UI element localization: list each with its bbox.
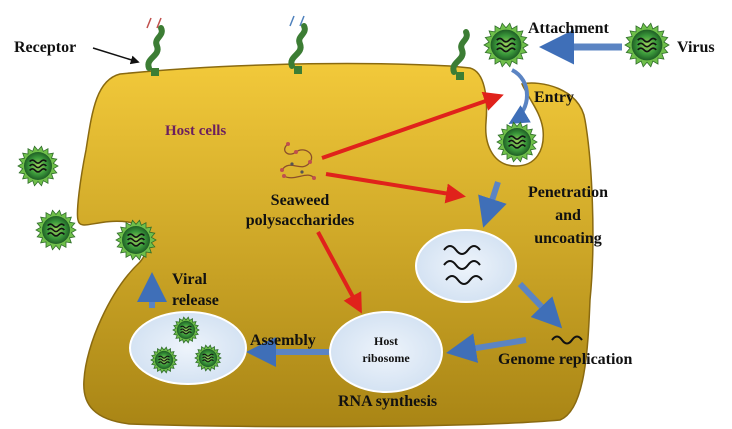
penetration-label-line3: uncoating (534, 230, 602, 247)
virus-entering-icon (496, 121, 538, 163)
arrow-to-ribosome (446, 333, 527, 363)
virus-attached-icon (483, 22, 529, 68)
viral-release-label-line2: release (172, 292, 219, 309)
red-arrow-ribosome (316, 231, 362, 314)
receptor-pointer-arrow (92, 47, 140, 65)
virus-assembled-2-icon (150, 346, 178, 374)
genome-replication-label: Genome replication (498, 351, 632, 368)
penetration-label-line1: Penetration (528, 184, 608, 201)
virus-releasing-icon (115, 219, 157, 261)
receptor-3 (450, 29, 470, 80)
virus-assembled-3-icon (194, 344, 222, 372)
virus-assembled-1-icon (172, 316, 200, 344)
red-arrow-penetration (325, 172, 466, 204)
virus-layer (17, 22, 670, 374)
arrow-to-uncoating (478, 181, 507, 228)
attachment-label: Attachment (528, 20, 610, 37)
genome-strand-icon (551, 335, 583, 345)
entry-arrow (508, 68, 531, 125)
arrow-to-genome (517, 281, 563, 329)
assembly-label: Assembly (250, 332, 316, 349)
receptor-label: Receptor (14, 39, 76, 56)
seaweed-label-line2: polysaccharides (246, 212, 354, 229)
rna-strands-icon (443, 245, 483, 285)
red-arrow-entry (321, 91, 504, 160)
virus-outside-1-icon (17, 145, 59, 187)
host-ribosome (329, 311, 443, 393)
receptor-2 (288, 15, 308, 74)
virus-free-icon (624, 22, 670, 68)
entry-label: Entry (534, 89, 574, 106)
receptor-1 (145, 17, 165, 76)
rna-synthesis-label: RNA synthesis (338, 393, 437, 410)
host-cells-label: Host cells (165, 123, 226, 139)
seaweed-label-line1: Seaweed (271, 192, 330, 209)
penetration-label-line2: and (555, 207, 581, 224)
host-ribosome-label-line2: ribosome (362, 351, 410, 365)
polysaccharide-molecule-icon (280, 142, 316, 180)
host-ribosome-label-line1: Host (374, 334, 398, 348)
virus-label: Virus (677, 39, 715, 56)
viral-release-label-line1: Viral (172, 271, 208, 288)
virus-outside-2-icon (35, 209, 77, 251)
